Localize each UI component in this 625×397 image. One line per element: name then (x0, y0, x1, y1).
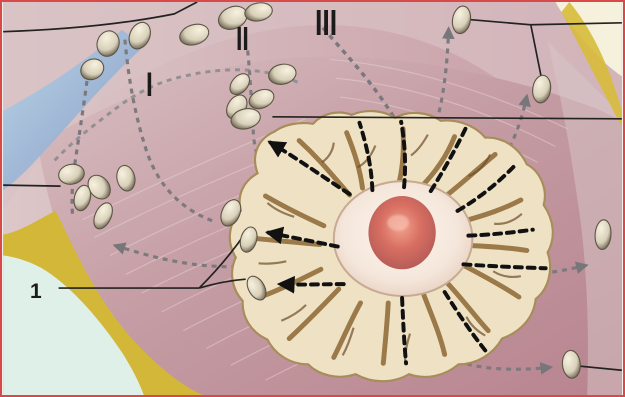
label-level-i: I (146, 66, 153, 105)
label-1: 1 (30, 280, 42, 304)
label-level-ii: II (236, 20, 249, 58)
label-level-iii: III (315, 2, 337, 44)
nipple-areola (334, 181, 473, 296)
